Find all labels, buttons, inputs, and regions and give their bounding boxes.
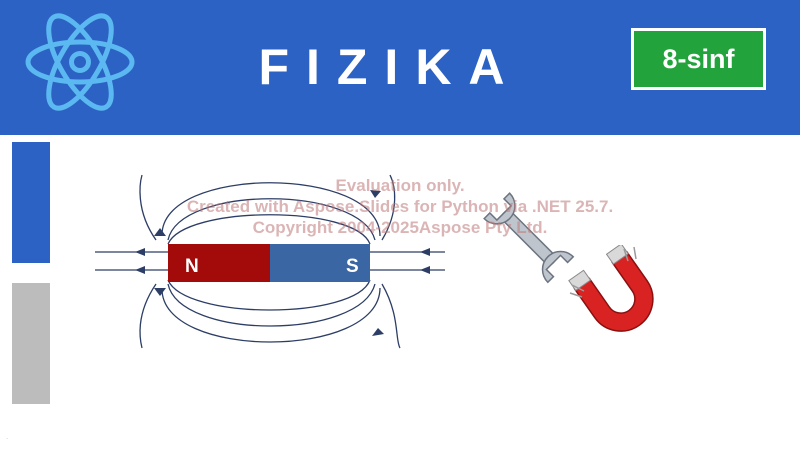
field-line: [139, 283, 157, 349]
field-arrow: [135, 248, 145, 256]
side-bar-gray: [12, 283, 50, 404]
field-arrow: [370, 190, 381, 198]
horseshoe-magnet-icon: [568, 245, 654, 332]
atom-icon: [25, 13, 135, 111]
field-line: [167, 279, 371, 311]
north-label: N: [185, 256, 199, 277]
south-label: S: [346, 256, 359, 277]
field-line: [167, 283, 376, 327]
magnetic-field-diagram: N S: [95, 174, 445, 349]
page-title: FIZIKA: [258, 39, 522, 95]
field-line: [161, 182, 381, 237]
field-arrow: [420, 248, 430, 256]
magnet-south-pole: [270, 244, 370, 282]
field-arrow: [372, 328, 384, 336]
magnet-north-pole: [168, 244, 270, 282]
side-bar-blue: [12, 142, 50, 263]
field-arrow: [420, 266, 430, 274]
header-banner: FIZIKA 8-sinf: [0, 0, 800, 135]
field-arrow: [135, 266, 145, 274]
field-line: [381, 283, 401, 349]
field-arrow: [154, 288, 166, 296]
field-line: [139, 174, 157, 241]
footer-mark: .: [6, 432, 9, 441]
field-line: [161, 287, 381, 343]
field-line: [167, 214, 371, 245]
grade-badge: 8-sinf: [631, 28, 766, 90]
field-line: [381, 174, 396, 241]
wrench-icon: [483, 192, 575, 284]
field-arrow: [154, 228, 166, 236]
field-line: [167, 198, 376, 241]
